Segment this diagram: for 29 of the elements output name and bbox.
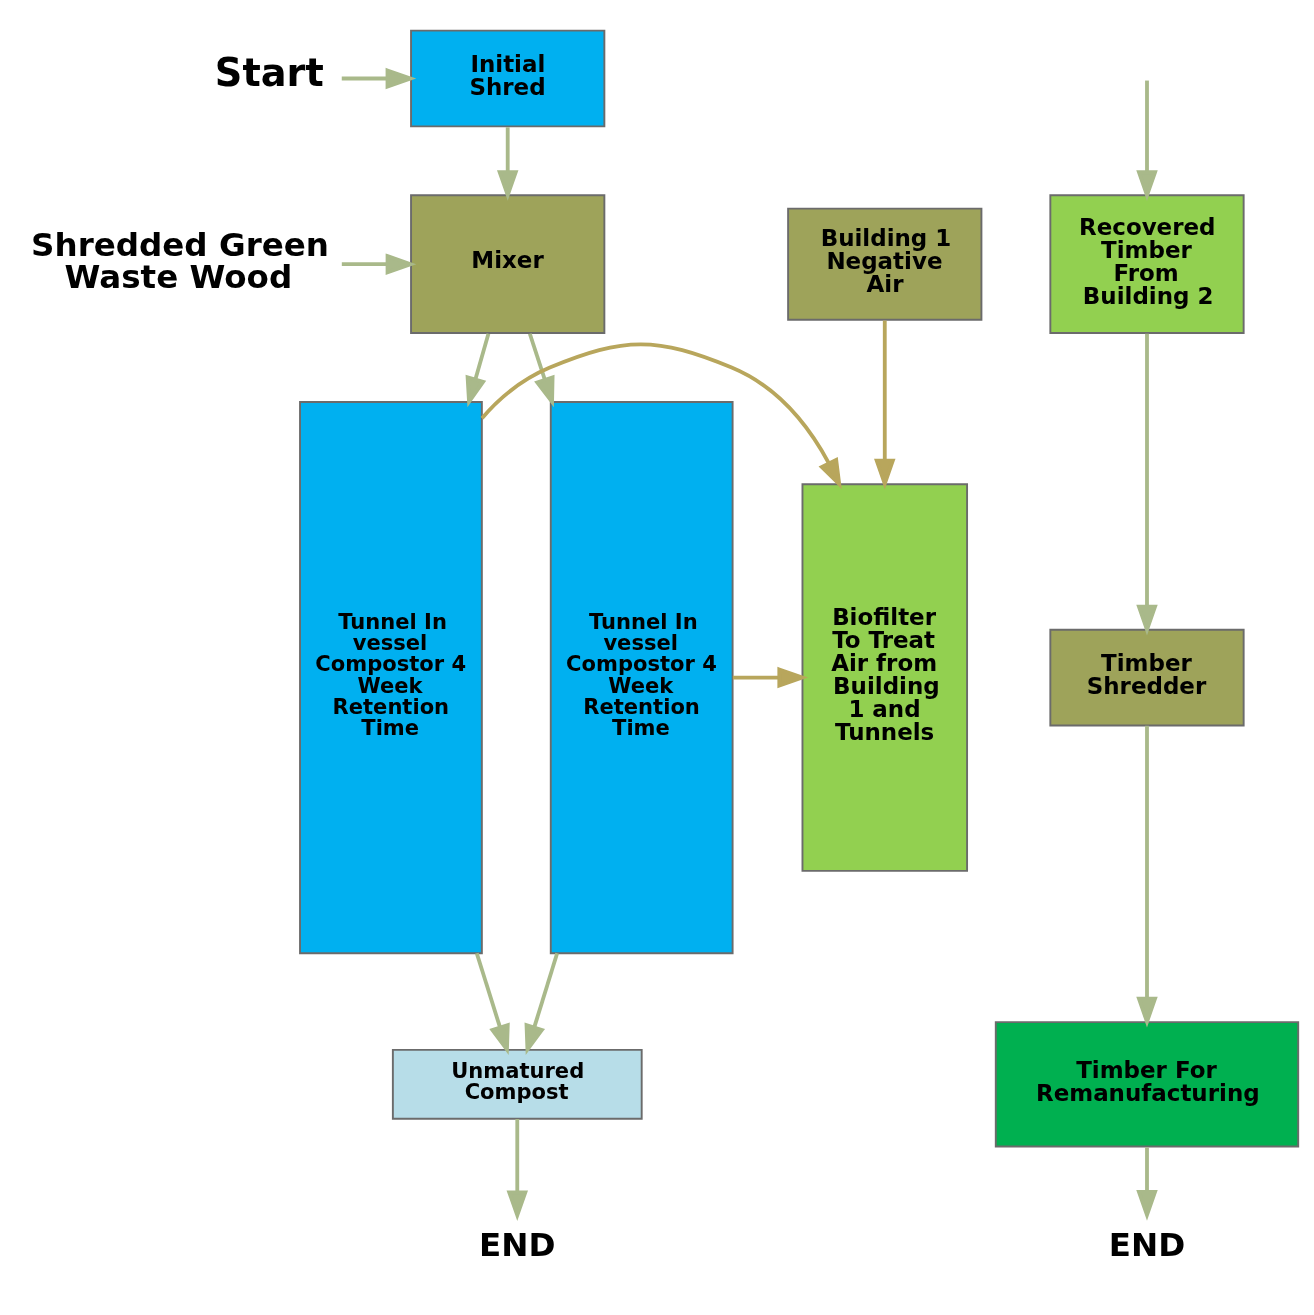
node-box: Timber For Remanufacturing — [994, 1021, 1300, 1148]
arrow — [1136, 333, 1158, 636]
node-box: Mixer — [410, 194, 606, 335]
arrow — [341, 253, 417, 275]
node-text: END — [479, 1225, 556, 1264]
arrow — [480, 342, 842, 490]
arrow — [465, 333, 491, 408]
node-box: Timber Shredder — [1049, 628, 1245, 727]
node-box: Recovered Timber From Building 2 — [1049, 194, 1245, 335]
arrow — [1136, 1147, 1158, 1221]
node-text: Start — [214, 50, 324, 96]
arrow — [1136, 80, 1158, 202]
node-box: Tunnel In vessel Compostor 4 Week Retention Time — [299, 401, 483, 955]
node-box: Tunnel In vessel Compostor 4 Week Retention Time — [549, 401, 734, 955]
node-box: Building 1 Negative Air — [787, 207, 983, 321]
node-box: Biofilter To Treat Air from Building 1 and Tunnels — [801, 483, 969, 872]
arrow — [496, 127, 519, 201]
arrow — [1136, 725, 1158, 1028]
node-text: Shredded Green Waste Wood — [31, 225, 329, 297]
arrow — [732, 666, 809, 689]
arrow — [474, 952, 510, 1055]
arrow — [528, 333, 555, 408]
node-text: END — [1108, 1225, 1186, 1264]
node-box: Initial Shred — [410, 29, 606, 128]
arrow — [506, 1118, 528, 1222]
arrow — [524, 952, 559, 1055]
arrow — [874, 320, 896, 490]
node-box: Unmatured Compost — [391, 1048, 643, 1120]
arrow — [341, 67, 417, 90]
